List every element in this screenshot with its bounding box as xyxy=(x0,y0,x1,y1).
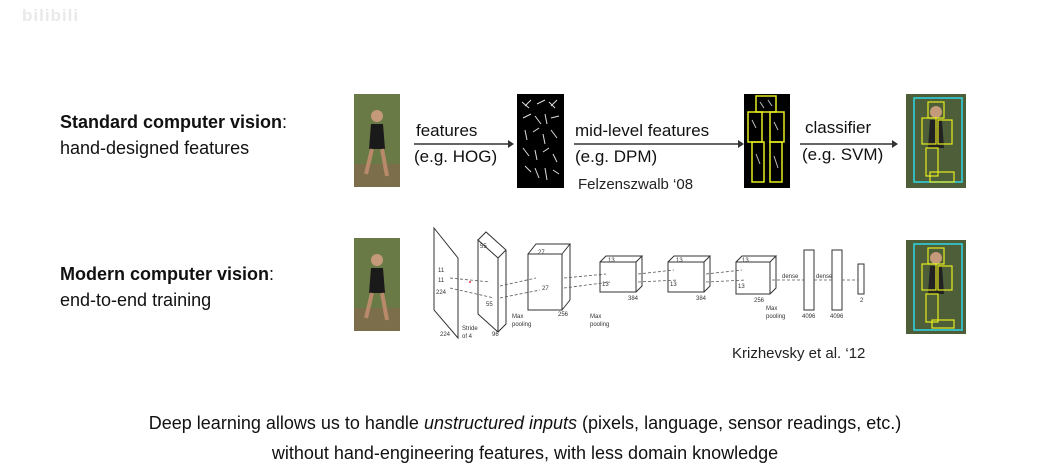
net-label-maxpool1: Max xyxy=(512,314,523,320)
felzenszwalb-citation: Felzenszwalb ‘08 xyxy=(578,176,694,193)
net-label-fc2: 4096 xyxy=(830,314,844,320)
arrow-classifier xyxy=(800,140,898,148)
detection-boxes-1 xyxy=(906,94,966,188)
alexnet-architecture: 11 11 224 224 Stride of 4 55 55 96 Max p… xyxy=(433,226,865,340)
net-label-c4b: 13 xyxy=(670,282,677,288)
caption-line-2: without hand-engineering features, with … xyxy=(271,443,779,463)
net-label-c5b: 13 xyxy=(738,284,745,290)
conv4-layer xyxy=(667,255,712,293)
edge-classifier-label: classifier xyxy=(805,118,872,137)
caption-line-1-emphasis: unstructured inputs xyxy=(423,413,578,433)
net-label-stride2: of 4 xyxy=(462,334,473,340)
arrow-features xyxy=(414,140,514,148)
net-label-c1c: 96 xyxy=(492,332,499,338)
standard-cv-title-bold: Standard computer vision xyxy=(60,112,283,132)
modern-cv-title-bold: Modern computer vision xyxy=(60,264,270,284)
net-label-c5a: 13 xyxy=(742,258,749,264)
fc2-layer xyxy=(831,249,843,311)
net-label-c3c: 384 xyxy=(628,296,639,302)
edge-mid-level-label: mid-level features xyxy=(575,121,710,140)
detection-result-1 xyxy=(906,94,966,188)
net-label-maxpool2: Max xyxy=(590,314,601,320)
edge-features-example: (e.g. HOG) xyxy=(414,147,498,166)
watermark: bilibili xyxy=(22,6,80,25)
runner-figure-1 xyxy=(354,94,400,187)
input-layer xyxy=(433,226,459,340)
edge-classifier-example: (e.g. SVM) xyxy=(802,145,884,164)
fc1-layer xyxy=(803,249,815,311)
net-label-c1k: 11 xyxy=(438,268,445,274)
conv1-layer xyxy=(477,231,507,334)
net-label-c2b: 27 xyxy=(542,286,549,292)
fc3-layer xyxy=(857,263,865,295)
runner-photo-1 xyxy=(354,94,400,187)
net-label-c4a: 13 xyxy=(676,258,683,264)
modern-cv-title-colon: : xyxy=(269,264,275,284)
conv2-layer xyxy=(527,243,572,311)
standard-cv-title: Standard computer vision: xyxy=(60,110,287,134)
net-label-dense1: dense xyxy=(782,274,799,280)
net-label-fc3: 2 xyxy=(860,298,864,304)
net-label-c5c: 256 xyxy=(754,298,765,304)
standard-cv-title-colon: : xyxy=(282,112,288,132)
conv3-layer xyxy=(599,255,644,293)
runner-photo-2 xyxy=(354,238,400,331)
net-label-c4c: 384 xyxy=(696,296,707,302)
krizhevsky-citation: Krizhevsky et al. ‘12 xyxy=(732,345,866,362)
net-label-stride: Stride xyxy=(462,326,478,332)
net-label-c3b: 13 xyxy=(602,282,609,288)
standard-cv-subtitle: hand-designed features xyxy=(60,138,250,158)
net-label-maxpool2b: pooling xyxy=(590,322,609,328)
detection-result-2 xyxy=(906,240,966,334)
hog-features-image xyxy=(517,94,564,188)
conv5-layer xyxy=(735,255,778,295)
dpm-part-boxes xyxy=(747,95,785,183)
net-label-fc1: 4096 xyxy=(802,314,816,320)
net-label-c2c: 256 xyxy=(558,312,569,318)
edge-mid-level-example: (e.g. DPM) xyxy=(575,147,658,166)
caption-line-1-post: (pixels, language, sensor readings, etc.… xyxy=(577,413,902,433)
caption-line-1-pre: Deep learning allows us to handle xyxy=(148,413,424,433)
edge-features-label: features xyxy=(416,121,478,140)
caption-line-1: Deep learning allows us to handle unstru… xyxy=(0,408,1050,438)
dpm-parts-image xyxy=(744,94,790,188)
net-label-in-dim2: 224 xyxy=(440,332,451,338)
hog-glyphs xyxy=(521,99,560,181)
modern-cv-title: Modern computer vision: xyxy=(60,262,274,286)
net-label-c1k2: 11 xyxy=(438,278,445,284)
net-label-in-dim: 224 xyxy=(436,290,447,296)
arrow-mid-level xyxy=(574,140,744,148)
detection-boxes-2 xyxy=(906,240,966,334)
net-label-c2a: 27 xyxy=(538,250,545,256)
net-label-maxpool3b: pooling xyxy=(766,314,785,320)
runner-figure-2 xyxy=(354,238,400,331)
net-label-maxpool1b: pooling xyxy=(512,322,531,328)
net-label-dense2: dense xyxy=(816,274,833,280)
net-label-maxpool3: Max xyxy=(766,306,777,312)
net-label-c1a: 55 xyxy=(480,244,487,250)
modern-cv-subtitle: end-to-end training xyxy=(60,290,212,310)
net-label-c3a: 13 xyxy=(608,258,615,264)
net-label-c1b: 55 xyxy=(486,302,493,308)
